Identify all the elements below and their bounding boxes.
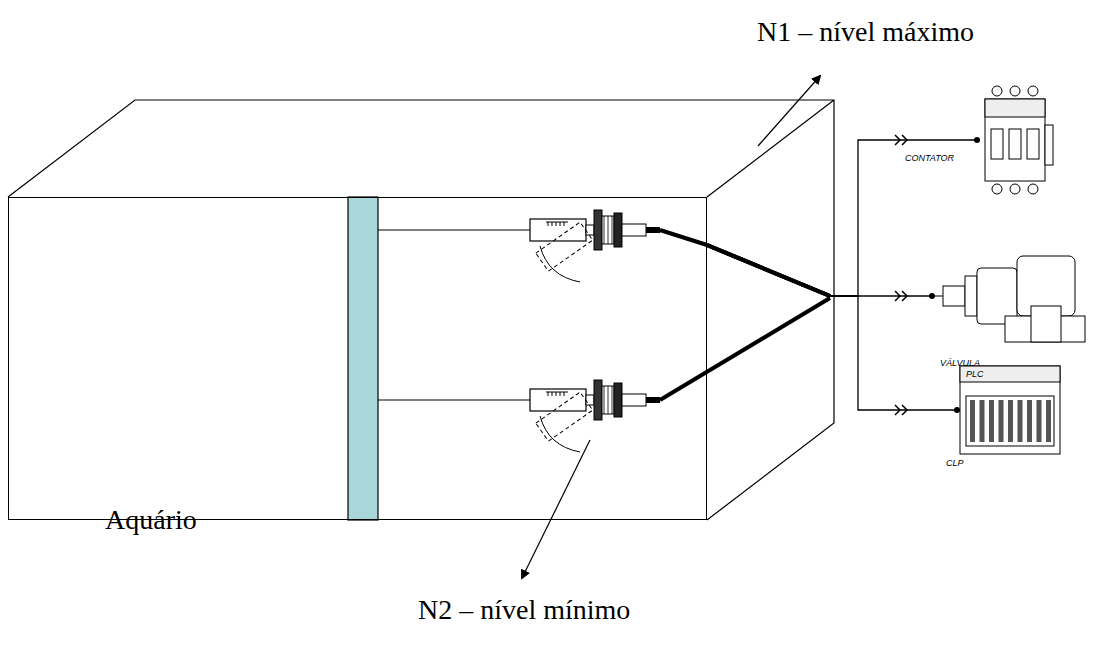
aquarium-name: Aquário: [105, 504, 197, 536]
device-label: CLP: [946, 458, 964, 468]
level-label: N1 – nível máximo: [757, 16, 974, 48]
plc-unit-outline: [960, 366, 1060, 454]
contactor-symbol-outline: [980, 85, 1060, 195]
signal-wire: [707, 245, 960, 415]
signal-wire: [707, 245, 935, 301]
contactor-symbol: CONTATOR: [980, 85, 1060, 195]
device-name: PLC: [966, 369, 984, 379]
device-label: CONTATOR: [905, 153, 954, 163]
level-label: N2 – nível mínimo: [418, 594, 630, 626]
aquarium-box: Aquário: [8, 197, 707, 520]
solenoid-valve-outline: [935, 246, 1085, 346]
plc-unit: PLCCLP: [960, 366, 1060, 454]
signal-wire: [707, 135, 980, 296]
solenoid-valve: VÁLVULA: [935, 246, 1085, 346]
